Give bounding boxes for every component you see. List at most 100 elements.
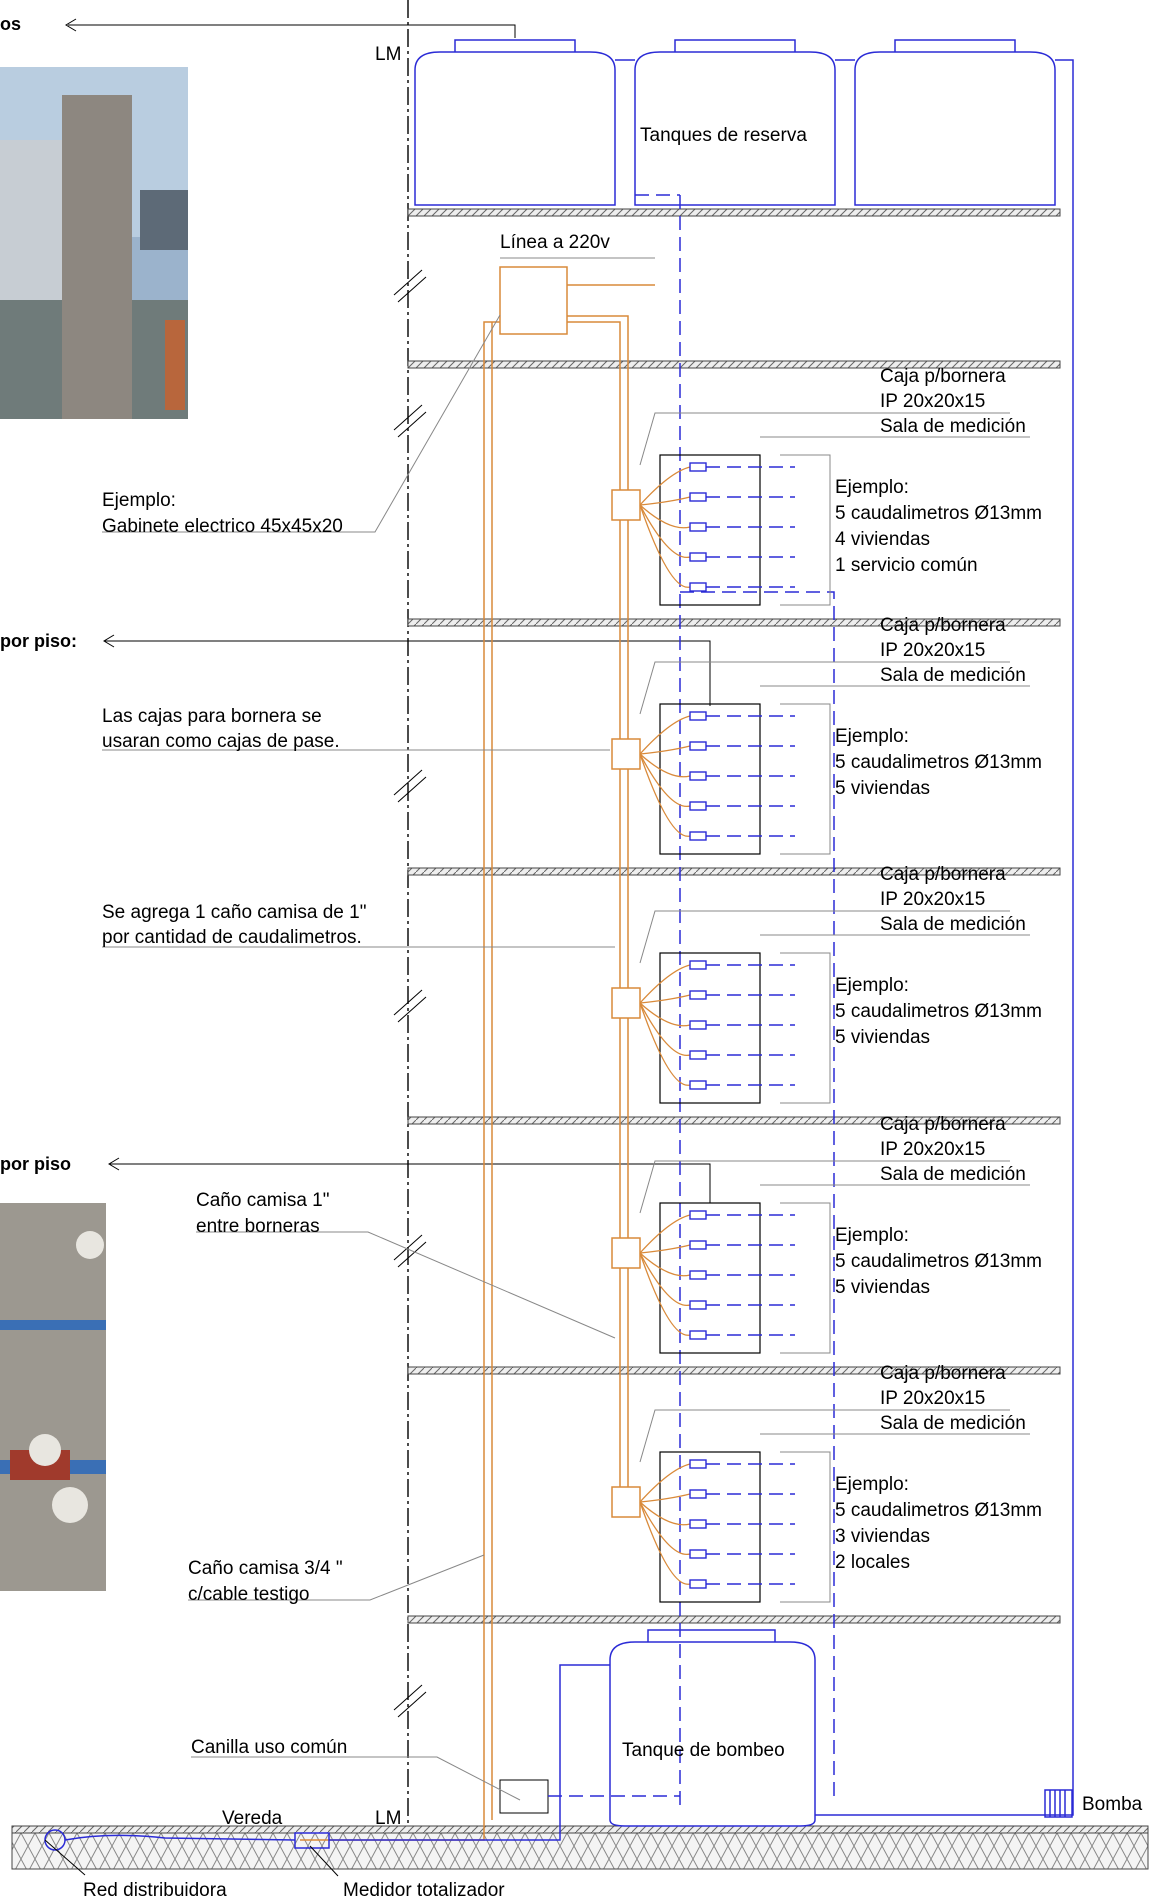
room-box: [659, 703, 761, 855]
example-line: 5 caudalimetros Ø13mm: [835, 503, 1042, 524]
wall-pipes-photo: [0, 1203, 106, 1591]
measurement-room: [611, 1409, 831, 1603]
tap-label: Canilla uso común: [191, 1737, 347, 1758]
leader-lines: [44, 257, 655, 1877]
meter-cable: [639, 504, 691, 588]
meter-cable: [639, 1252, 691, 1277]
example-line: 1 servicio común: [835, 555, 978, 576]
example-line: 5 caudalimetros Ø13mm: [835, 1500, 1042, 1521]
meter-cable: [639, 745, 691, 755]
flowmeter: [689, 1489, 707, 1499]
lm-bottom-label: LM: [375, 1808, 401, 1829]
caja-size-label: IP 20x20x15: [880, 889, 985, 910]
measurement-room: [611, 910, 831, 1104]
reserve-tanks: [414, 39, 1074, 1790]
caja-leader: [639, 1409, 740, 1463]
meter-cable: [639, 753, 691, 837]
flowmeter: [689, 771, 707, 781]
example-line: 2 locales: [835, 1552, 910, 1573]
terminal-box: [611, 987, 641, 1019]
heading-top: os: [0, 14, 21, 34]
caja-size-label: IP 20x20x15: [880, 1139, 985, 1160]
example-line: 4 viviendas: [835, 529, 930, 550]
bracket: [780, 952, 831, 1104]
sidewalk-label: Vereda: [222, 1808, 283, 1829]
caja-label: Caja p/bornera: [880, 864, 1006, 885]
pumping-tank: [559, 1629, 1074, 1827]
terminal-box: [611, 1486, 641, 1518]
sleeve-label-2: por cantidad de caudalimetros.: [102, 927, 362, 948]
caja-leader: [639, 661, 740, 715]
caja-label: Caja p/bornera: [880, 615, 1006, 636]
terminal-box: [611, 1237, 641, 1269]
flowmeter: [689, 1210, 707, 1220]
meter-cable: [639, 1244, 691, 1254]
pass-box-label-2: usaran como cajas de pase.: [102, 731, 340, 752]
flowmeter: [689, 1050, 707, 1060]
meter-label: Medidor totalizador: [343, 1880, 505, 1901]
caja-label: Caja p/bornera: [880, 366, 1006, 387]
meter-cable: [639, 1002, 691, 1056]
room-box: [659, 1202, 761, 1354]
room-box: [659, 952, 761, 1104]
flowmeter: [689, 492, 707, 502]
terminal-box: [611, 489, 641, 521]
cabinet-label-1: Ejemplo:: [102, 490, 176, 511]
caja-leader: [639, 1160, 740, 1214]
meter-cable: [639, 715, 691, 755]
leader-arrows: [65, 18, 711, 1203]
measurement-room: [611, 661, 831, 855]
sala-label: Sala de medición: [880, 1413, 1026, 1434]
meter-cable: [639, 1463, 691, 1503]
flowmeter: [689, 1080, 707, 1090]
bracket: [780, 1451, 831, 1603]
flowmeter: [689, 1300, 707, 1310]
meter-cable: [639, 1002, 691, 1086]
flowmeter: [689, 1579, 707, 1589]
meter-cable: [639, 466, 691, 506]
meter-cable: [639, 753, 691, 807]
between-label-2: entre borneras: [196, 1216, 320, 1237]
flowmeter: [689, 462, 707, 472]
pump-tank-label: Tanque de bombeo: [622, 1740, 785, 1761]
flowmeter: [689, 552, 707, 562]
pump-label: Bomba: [1082, 1794, 1143, 1815]
flowmeter: [689, 1330, 707, 1340]
witness-label-2: c/cable testigo: [188, 1584, 309, 1605]
meter-cable: [639, 1214, 691, 1254]
meter-cable: [639, 1501, 691, 1555]
meter-cable: [639, 496, 691, 506]
meter-cable: [639, 1493, 691, 1503]
flowmeter: [689, 1549, 707, 1559]
flowmeter: [689, 741, 707, 751]
example-line: 5 caudalimetros Ø13mm: [835, 752, 1042, 773]
bracket: [780, 703, 831, 855]
meter-cable: [639, 1002, 691, 1027]
flowmeter: [689, 990, 707, 1000]
meter-cable: [639, 1501, 691, 1585]
bracket: [780, 454, 831, 606]
room-box: [659, 1451, 761, 1603]
rooftop-tank-photo: [0, 67, 188, 419]
floor-slabs: [11, 208, 1149, 1870]
cabinet-label-2: Gabinete electrico 45x45x20: [102, 516, 343, 537]
caja-size-label: IP 20x20x15: [880, 640, 985, 661]
between-label-1: Caño camisa 1": [196, 1190, 329, 1211]
room-box: [659, 454, 761, 606]
flowmeter: [689, 582, 707, 592]
example-line: Ejemplo:: [835, 975, 909, 996]
flowmeter: [689, 960, 707, 970]
example-line: 3 viviendas: [835, 1526, 930, 1547]
terminal-box: [611, 738, 641, 770]
flowmeter: [689, 1519, 707, 1529]
meter-cable: [639, 1252, 691, 1306]
flowmeter: [689, 1020, 707, 1030]
bracket: [780, 1202, 831, 1354]
flowmeter: [689, 801, 707, 811]
caja-leader: [639, 910, 740, 964]
example-line: Ejemplo:: [835, 726, 909, 747]
